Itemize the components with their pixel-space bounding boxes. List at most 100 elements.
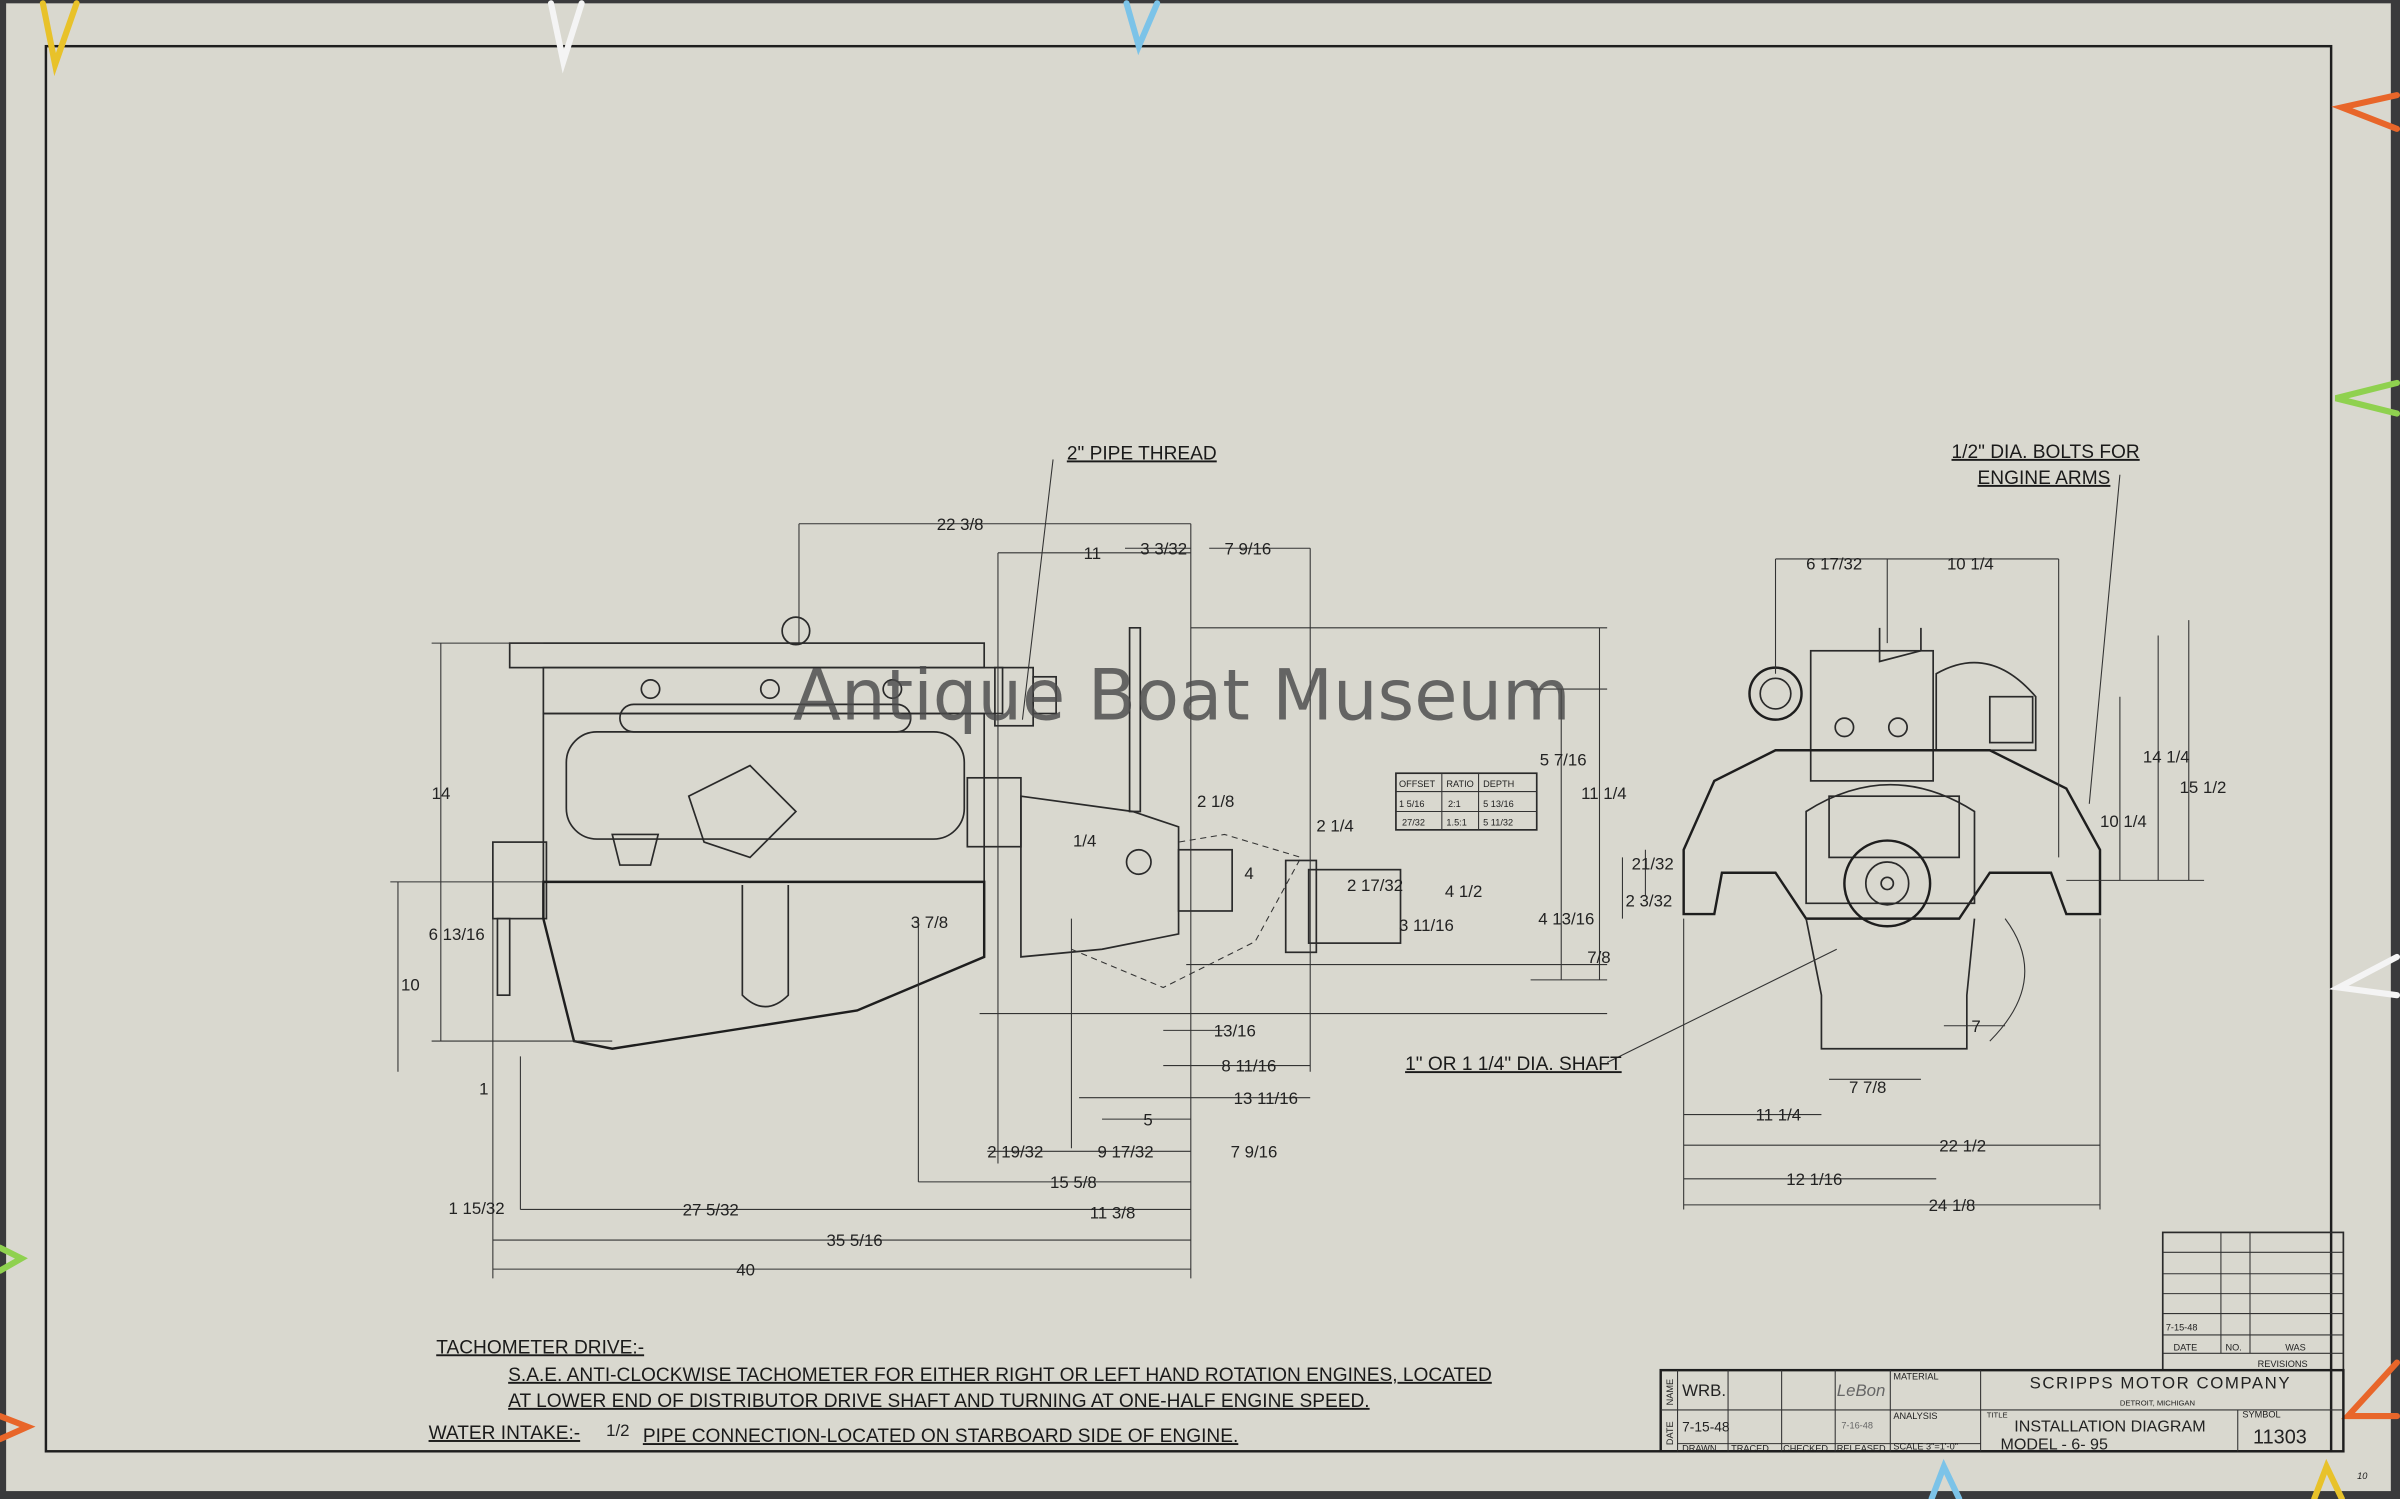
dim-label: 2 19/32	[987, 1142, 1043, 1161]
table-cell: 5 13/16	[1483, 799, 1514, 809]
dim-label: 1	[479, 1080, 488, 1099]
name-label: NAME	[1665, 1379, 1675, 1406]
watermark: Antique Boat Museum	[793, 655, 1571, 737]
symbol-label: SYMBOL	[2242, 1410, 2280, 1420]
callout-shaft: 1" OR 1 1/4" DIA. SHAFT	[1405, 1054, 1622, 1075]
date-label: DATE	[1665, 1421, 1675, 1445]
dim-label: 11 1/4	[1756, 1106, 1802, 1125]
notes: TACHOMETER DRIVE:- S.A.E. ANTI-CLOCKWISE…	[429, 1337, 1492, 1447]
dim-label: 21/32	[1632, 855, 1674, 874]
clip-green-left	[0, 1244, 28, 1274]
note-water-fraction: 1/2	[606, 1421, 629, 1440]
revisions-col-was: WAS	[2285, 1342, 2306, 1352]
dim-label: 2 17/32	[1347, 876, 1403, 895]
dim-label: 40	[736, 1260, 755, 1279]
clip-orange-2	[2341, 1359, 2400, 1420]
clip-white	[547, 0, 585, 74]
table-header: RATIO	[1446, 779, 1473, 789]
dim-label: 15 1/2	[2180, 778, 2227, 797]
table-header: DEPTH	[1483, 779, 1514, 789]
dim-label: 13 11/16	[1234, 1089, 1298, 1108]
paper-sheet	[6, 3, 2391, 1492]
dim-label: 10	[401, 976, 420, 995]
callout-bolts-line1: 1/2" DIA. BOLTS FOR	[1952, 442, 2140, 463]
symbol-number: 11303	[2253, 1427, 2307, 1449]
drawn-name: WRB.	[1682, 1381, 1726, 1400]
clip-orange-left	[0, 1413, 36, 1443]
revisions-label: REVISIONS	[2258, 1359, 2308, 1369]
note-tach-heading: TACHOMETER DRIVE:-	[436, 1337, 644, 1358]
callout-bolts-line2: ENGINE ARMS	[1978, 468, 2111, 489]
note-water-text: PIPE CONNECTION-LOCATED ON STARBOARD SID…	[643, 1426, 1238, 1447]
scale: SCALE 3"=1'-0"	[1893, 1442, 1958, 1452]
dim-label: 4 1/2	[1445, 882, 1482, 901]
col-drawn: DRAWN	[1682, 1443, 1716, 1453]
dim-label: 11 3/8	[1090, 1204, 1136, 1223]
dim-label: 5	[1143, 1110, 1152, 1129]
dim-label: 1/4	[1073, 832, 1096, 851]
end-view-dimensions: 6 17/32 10 1/4 2 3/32 21/32 14 1/4 10 1/…	[1626, 555, 2227, 1215]
clip-blue-bottom	[1928, 1458, 1963, 1499]
clip-orange	[2331, 92, 2400, 132]
side-view-dimensions: 22 3/8 11 3 3/32 7 9/16 14 6 13/16 10 1 …	[401, 515, 1627, 1279]
dim-label: 15 5/8	[1050, 1173, 1097, 1192]
dim-label: 8 11/16	[1221, 1057, 1276, 1076]
table-cell: 5 11/32	[1483, 817, 1513, 827]
dim-label: 35 5/16	[827, 1231, 883, 1250]
dim-label: 12 1/16	[1786, 1170, 1842, 1189]
dim-label: 11 1/4	[1581, 784, 1627, 803]
dim-label: 7	[1971, 1017, 1980, 1036]
title-block: NAME DATE WRB. 7-15-48 LeBon 7-16-48 DRA…	[1659, 1368, 2345, 1454]
company-name: SCRIPPS MOTOR COMPANY	[2030, 1374, 2292, 1393]
revision-date: 7-15-48	[2166, 1322, 2198, 1332]
dim-label: 9 17/32	[1097, 1142, 1153, 1161]
table-cell: 2:1	[1448, 799, 1461, 809]
dim-label: 3 3/32	[1140, 539, 1187, 558]
sheet-mark: 10	[2357, 1471, 2368, 1481]
dim-label: 5 7/16	[1540, 751, 1587, 770]
material-label: MATERIAL	[1893, 1371, 1938, 1381]
dim-label: 6 13/16	[429, 925, 485, 944]
dim-label: 4 13/16	[1538, 910, 1594, 929]
dim-label: 1 15/32	[448, 1199, 504, 1218]
dim-label: 7 7/8	[1849, 1078, 1886, 1097]
note-water-heading: WATER INTAKE:-	[429, 1423, 581, 1444]
offset-table: OFFSET RATIO DEPTH 1 5/16 2:1 5 13/16 27…	[1395, 772, 1538, 831]
dim-label: 22 1/2	[1939, 1136, 1986, 1155]
dim-label: 2 1/8	[1197, 792, 1234, 811]
col-released: RELEASED	[1837, 1443, 1886, 1453]
released-signature: LeBon	[1837, 1381, 1886, 1400]
dimension-lines	[390, 459, 2205, 1279]
dim-label: 7 9/16	[1231, 1142, 1278, 1161]
table-cell: 1 5/16	[1399, 799, 1425, 809]
dim-label: 10 1/4	[2100, 812, 2147, 831]
dim-label: 14	[432, 784, 451, 803]
drawing-border	[44, 44, 2333, 1453]
dim-label: 22 3/8	[937, 515, 984, 534]
dim-label: 7 9/16	[1224, 539, 1271, 558]
col-checked: CHECKED	[1783, 1443, 1828, 1453]
end-view-engine	[1682, 627, 2102, 1050]
revisions-col-date: DATE	[2173, 1342, 2197, 1352]
released-date: 7-16-48	[1841, 1420, 1873, 1430]
clip-green	[2334, 379, 2400, 417]
table-cell: 27/32	[1402, 817, 1425, 827]
dim-label: 2 1/4	[1316, 816, 1353, 835]
title-line1: INSTALLATION DIAGRAM	[2014, 1417, 2205, 1435]
clip-yellow	[39, 0, 80, 77]
table-header: OFFSET	[1399, 779, 1436, 789]
clip-blue	[1123, 0, 1161, 56]
dim-label: 14 1/4	[2143, 748, 2190, 767]
analysis-label: ANALYSIS	[1893, 1411, 1937, 1421]
note-tach-line2: AT LOWER END OF DISTRIBUTOR DRIVE SHAFT …	[508, 1391, 1369, 1412]
note-tach-line1: S.A.E. ANTI-CLOCKWISE TACHOMETER FOR EIT…	[508, 1365, 1492, 1386]
dim-label: 6 17/32	[1806, 555, 1862, 574]
title-label: TITLE	[1987, 1411, 2008, 1420]
callout-pipe-thread: 2" PIPE THREAD	[1067, 443, 1217, 464]
clip-yellow-bottom	[2311, 1458, 2345, 1499]
title-line2: MODEL - 6- 95	[2001, 1436, 2108, 1454]
dim-label: 10 1/4	[1947, 555, 1994, 574]
revisions-col-no: NO.	[2226, 1342, 2242, 1352]
company-city: DETROIT, MICHIGAN	[2120, 1398, 2195, 1407]
